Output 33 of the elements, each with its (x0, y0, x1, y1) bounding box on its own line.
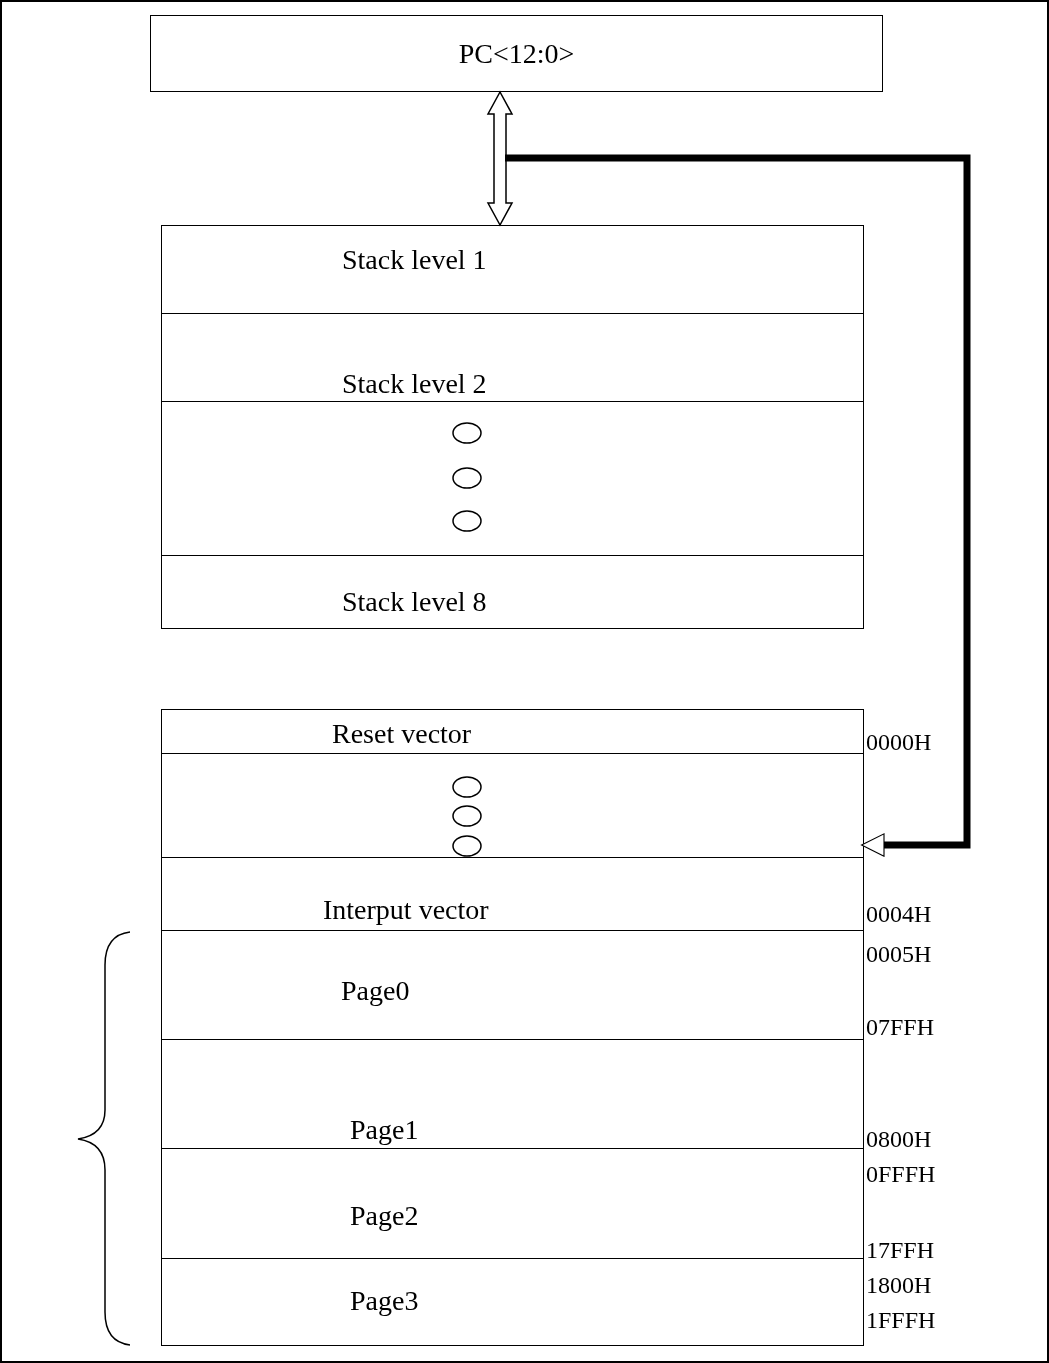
address-label: 1800H (866, 1271, 932, 1299)
memory-row (161, 555, 864, 629)
row-label: Stack level 1 (342, 244, 487, 276)
memory-row (161, 930, 864, 1040)
address-label: 0000H (866, 728, 932, 756)
memory-row (161, 313, 864, 402)
row-label: Page1 (350, 1114, 419, 1146)
address-label: 07FFH (866, 1013, 935, 1041)
address-label: 17FFH (866, 1236, 935, 1264)
address-label: 1FFFH (866, 1306, 936, 1334)
memory-row (161, 753, 864, 858)
row-label: Interput vector (323, 894, 489, 926)
row-label: Reset vector (332, 718, 472, 750)
row-label: PC<12:0> (457, 38, 576, 70)
double-arrow (486, 90, 514, 227)
memory-row (161, 225, 864, 314)
memory-row (161, 857, 864, 931)
register-box (150, 15, 883, 92)
memory-row (161, 1148, 864, 1259)
memory-row (161, 401, 864, 556)
row-label: Page3 (350, 1285, 419, 1317)
row-label: Page2 (350, 1200, 419, 1232)
memory-row (161, 709, 864, 754)
arrow (505, 154, 971, 857)
memory-row (161, 1039, 864, 1149)
address-label: 0005H (866, 940, 932, 968)
row-label: Stack level 2 (342, 368, 487, 400)
address-label: 0FFFH (866, 1160, 936, 1188)
row-label: Stack level 8 (342, 586, 487, 618)
address-label: 0800H (866, 1125, 932, 1153)
memory-row (161, 1258, 864, 1346)
address-label: 0004H (866, 900, 932, 928)
row-label: Page0 (341, 975, 410, 1007)
